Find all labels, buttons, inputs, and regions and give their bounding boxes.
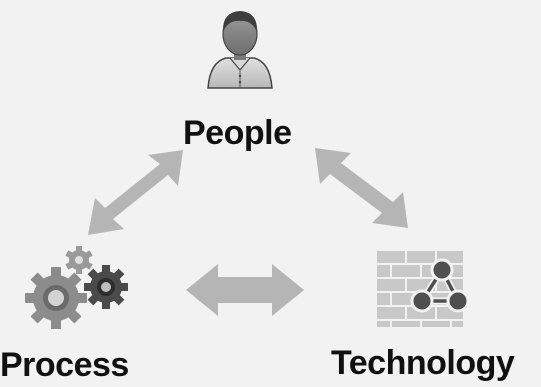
arrow-people-process	[88, 150, 183, 235]
gears-icon	[25, 246, 128, 329]
node-label-people: People	[183, 114, 292, 152]
arrow-people-technology	[315, 148, 408, 228]
node-label-technology: Technology	[331, 344, 515, 382]
brick-network-icon	[375, 249, 470, 329]
node-label-process: Process	[0, 346, 129, 384]
arrow-process-technology	[186, 264, 304, 316]
person-icon	[207, 11, 273, 89]
